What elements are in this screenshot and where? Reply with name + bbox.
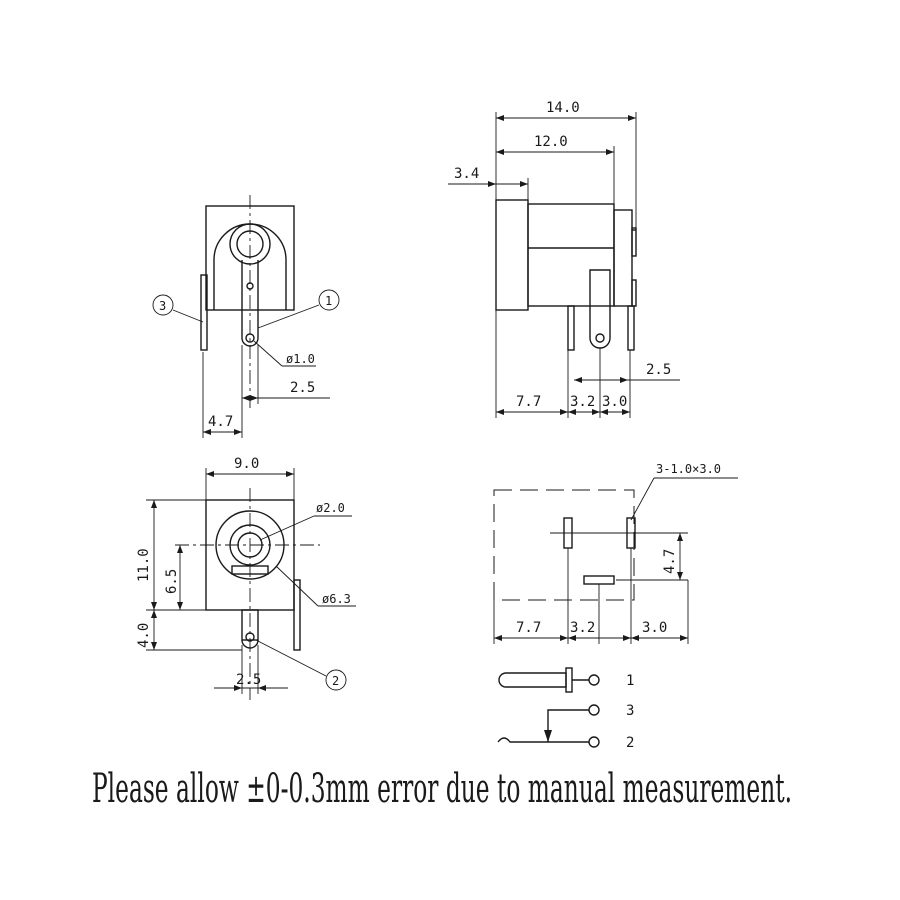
front-view: 4.7 2.5 ø1.0 3 1 [152,195,340,438]
dim-pcb-slots: 3-1.0×3.0 [656,462,721,476]
callout-pin1: 1 [325,294,332,308]
callout-pin2: 2 [332,674,339,688]
dim-bottom-width: 9.0 [234,456,259,472]
schematic-label-3: 3 [626,703,634,719]
dim-side-body: 12.0 [534,134,568,150]
dim-side-front: 3.4 [454,166,479,182]
schematic-symbol: 1 3 2 [497,667,634,751]
dim-side-bottom-c: 3.0 [602,394,627,410]
dim-bottom-height: 11.0 [136,548,152,582]
dim-pcb-b: 3.2 [570,620,595,636]
bottom-view: 9.0 11.0 4.0 6.5 2.5 ø2.0 ø6.3 2 [136,456,356,700]
dim-bottom-center: 6.5 [164,569,180,594]
dim-bottom-lower: 4.0 [136,623,152,648]
dim-bottom-hole: ø2.0 [316,501,345,515]
dim-bottom-pin-offset: 2.5 [236,672,261,688]
dim-front-width: 4.7 [208,414,233,430]
schematic-label-2: 2 [626,735,634,751]
dim-front-pin-dia: ø1.0 [286,352,315,366]
side-view: 14.0 12.0 3.4 7.7 3.2 3.0 2.5 [448,100,680,418]
dim-pcb-vertical: 4.7 [662,549,678,574]
dim-pcb-c: 3.0 [642,620,667,636]
dim-pcb-a: 7.7 [516,620,541,636]
dim-side-bottom-b: 3.2 [570,394,595,410]
dim-bottom-outer: ø6.3 [322,592,351,606]
pcb-footprint-view: 4.7 3-1.0×3.0 7.7 3.2 3.0 [493,462,738,644]
callout-pin3: 3 [159,299,166,313]
measurement-note: Please allow ±0-0.3mm error due to manua… [92,766,792,812]
dim-side-total: 14.0 [546,100,580,116]
dim-side-bottom-a: 7.7 [516,394,541,410]
dim-front-pin-offset: 2.5 [290,380,315,396]
schematic-label-1: 1 [626,673,634,689]
dim-side-right: 2.5 [646,362,671,378]
